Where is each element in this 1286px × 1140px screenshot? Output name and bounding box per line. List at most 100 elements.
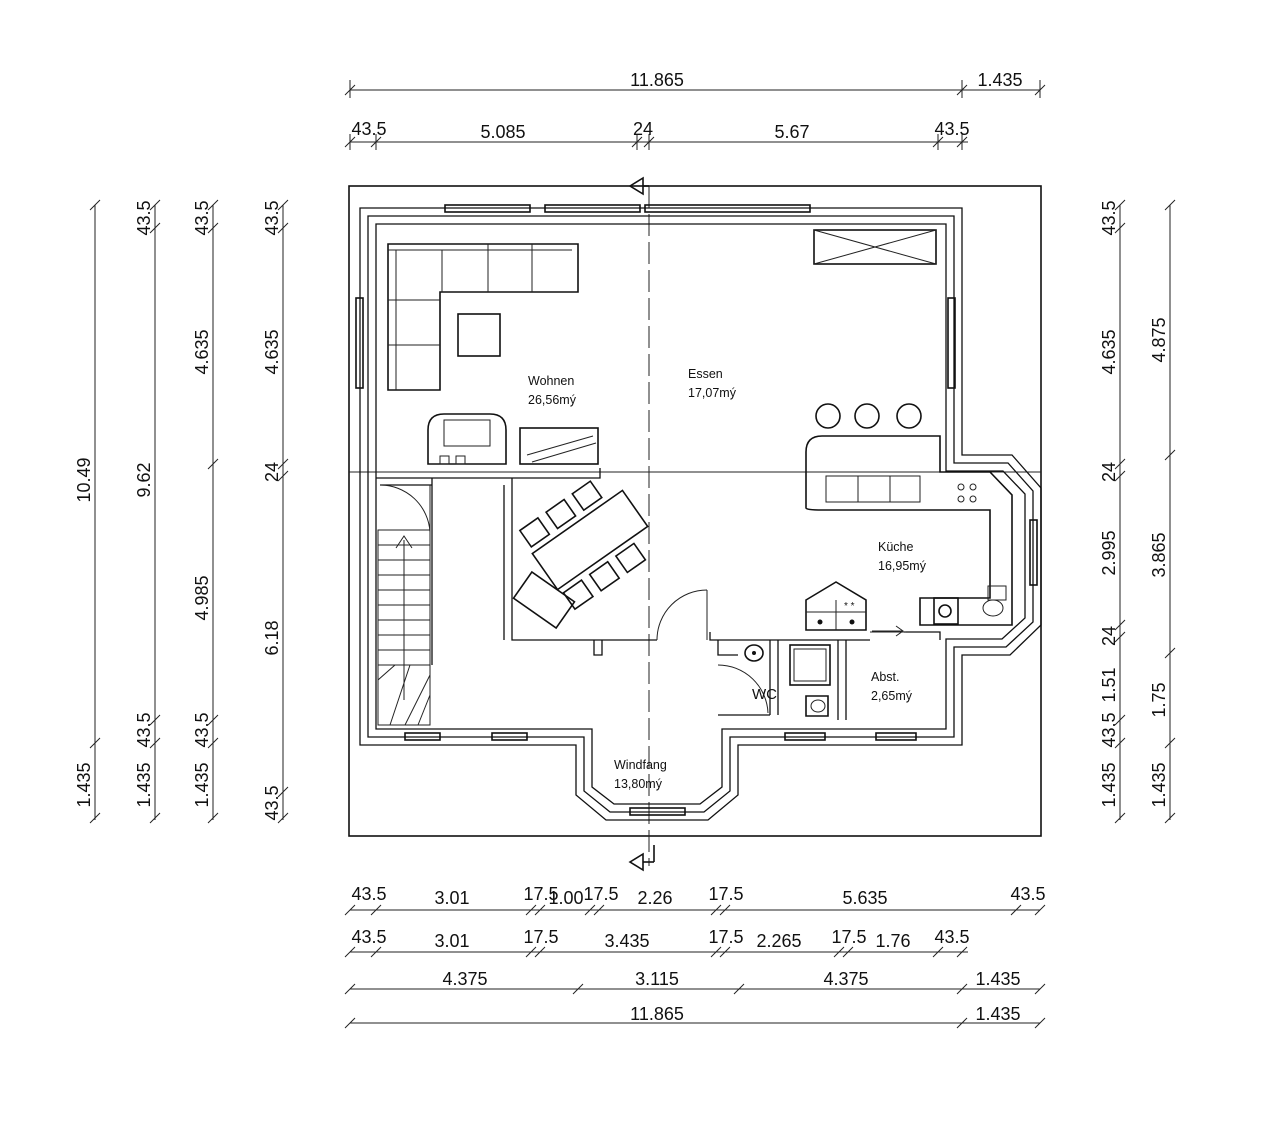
dim-label: 17.5 [708,884,743,904]
sink [933,585,1007,625]
dim-label: 17.5 [523,884,558,904]
dimension-left: 10.49 1.435 43.5 9.62 43.5 1.435 43.5 4.… [74,199,289,824]
dim-top-total: 11.865 [630,70,684,90]
dim-label: 9.62 [134,462,154,497]
dimension-bottom: 43.5 3.01 17.5 1.00 17.5 2.26 17.5 5.635… [344,884,1046,1029]
dim-label: 24 [262,462,282,482]
dim-label: 43.5 [134,712,154,747]
dim-label: 1.435 [134,762,154,807]
dim-label: 24 [633,119,653,139]
dim-label: 1.435 [975,1004,1020,1024]
room-label-wohnen: Wohnen 26,56mý [528,374,577,407]
section-marker-top [628,176,649,196]
dim-label: 1.75 [1149,682,1169,717]
room-area: 16,95mý [878,559,927,573]
dim-label: 4.375 [442,969,487,989]
dim-label: 10.49 [74,457,94,502]
dim-label: 1.435 [1099,762,1119,807]
dim-label: 5.085 [480,122,525,142]
dim-label: 43.5 [351,884,386,904]
dim-label: 2.995 [1099,530,1119,575]
dim-label: 4.635 [262,329,282,374]
dim-label: 43.5 [1099,200,1119,235]
exterior-walls [359,207,1042,821]
dim-label: 17.5 [583,884,618,904]
dim-label: 1.435 [74,762,94,807]
dim-label: 2.265 [756,931,801,951]
dim-label: 43.5 [934,119,969,139]
dim-label: 2.26 [637,888,672,908]
cabinet [813,229,937,265]
windows [355,204,1038,816]
room-name: WC [752,686,777,703]
dim-label: 43.5 [192,712,212,747]
dimension-right: 43.5 4.635 24 2.995 24 1.51 43.5 1.435 4… [1099,199,1176,824]
dim-label: 43.5 [134,200,154,235]
dim-label: 1.51 [1099,667,1119,702]
dim-label: 4.875 [1149,317,1169,362]
dim-label: 24 [1099,462,1119,482]
room-area: 2,65mý [871,689,913,703]
room-label-abst: Abst. 2,65mý [871,670,913,703]
dim-label: 43.5 [1099,712,1119,747]
dim-label: 1.435 [192,762,212,807]
dim-label: 43.5 [262,200,282,235]
kitchen-island: * * [805,581,867,631]
door-swings [379,484,906,714]
room-name: Essen [688,367,723,381]
dim-label: 43.5 [192,200,212,235]
dim-label: 6.18 [262,620,282,655]
room-name: Wohnen [528,374,574,388]
room-name: Windfang [614,758,667,772]
room-label-kueche: Küche 16,95mý [878,540,927,573]
dim-label: 1.435 [1149,762,1169,807]
dim-label: 3.115 [635,969,679,989]
dim-label: 3.01 [434,931,469,951]
dining-table [512,480,649,630]
dim-label: 43.5 [351,927,386,947]
dim-label: 17.5 [708,927,743,947]
interior-walls [376,468,941,720]
dim-label: 1.435 [975,969,1020,989]
room-label-windfang: Windfang 13,80mý [614,758,667,791]
dim-label: 3.865 [1149,532,1169,577]
coffee-table [457,313,501,357]
tv-cabinet [519,427,599,465]
bar-stools [815,403,922,429]
dim-label: 11.865 [630,1004,684,1024]
room-label-essen: Essen 17,07mý [688,367,737,400]
wc-fixtures [744,644,831,717]
dim-label: 17.5 [831,927,866,947]
dim-label: 5.635 [842,888,887,908]
room-name: Küche [878,540,913,554]
dim-label: 43.5 [1010,884,1045,904]
staircase [377,529,431,726]
dim-label: 4.635 [192,329,212,374]
dim-label: 4.375 [823,969,868,989]
dim-label: 1.76 [875,931,910,951]
room-area: 13,80mý [614,777,663,791]
dim-label: 43.5 [351,119,386,139]
kitchen-counter [805,435,1013,626]
room-area: 26,56mý [528,393,577,407]
dim-top-overhang: 1.435 [977,70,1022,90]
kitchen-arrow [872,625,904,637]
dim-label: 24 [1099,626,1119,646]
svg-text:* *: * * [844,601,855,612]
dim-label: 1.00 [548,888,583,908]
dim-label: 4.985 [192,575,212,620]
dim-label: 3.01 [434,888,469,908]
roof-outline [348,185,1042,866]
dim-label: 17.5 [523,927,558,947]
sofa [387,243,579,391]
room-area: 17,07mý [688,386,737,400]
section-marker-bottom [628,845,655,872]
fireplace [427,413,507,465]
dim-label: 43.5 [934,927,969,947]
dim-label: 43.5 [262,785,282,820]
stove [957,483,977,503]
dim-label: 4.635 [1099,329,1119,374]
dim-label: 3.435 [604,931,649,951]
dim-label: 5.67 [774,122,809,142]
